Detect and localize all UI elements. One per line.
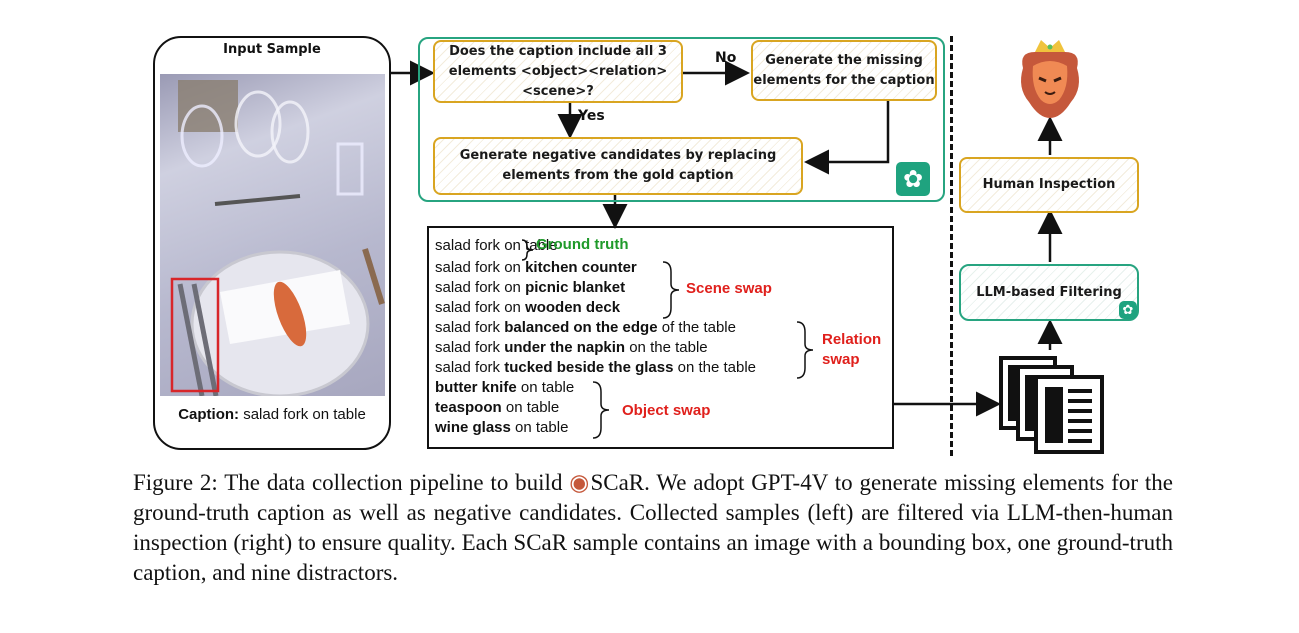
candidate-list-box xyxy=(427,226,894,449)
relation-swap-brace xyxy=(796,321,814,379)
scene-swap-label: Scene swap xyxy=(686,280,772,297)
documents-stack-icon xyxy=(998,355,1108,455)
relation-swap-label-line2: swap xyxy=(822,351,860,368)
human-inspection-text: Human Inspection xyxy=(982,177,1116,192)
no-label: No xyxy=(715,50,737,66)
table-scene-illustration xyxy=(170,80,385,396)
generate-negatives-text: Generate negative candidates by replacin… xyxy=(459,148,777,183)
list-item: salad fork on kitchen counter xyxy=(435,259,637,276)
question-text: Does the caption include all 3 elements … xyxy=(448,43,668,99)
input-sample-card xyxy=(153,36,391,450)
sample-photo xyxy=(160,74,385,396)
list-item: salad fork under the napkin on the table xyxy=(435,339,708,356)
list-item: teaspoon on table xyxy=(435,399,560,416)
object-swap-brace xyxy=(592,381,610,439)
object-swap-label: Object swap xyxy=(622,402,711,419)
scene-swap-brace xyxy=(662,261,680,319)
relation-swap-label-line1: Relation xyxy=(822,331,882,348)
lion-mascot-icon xyxy=(1013,38,1088,120)
list-item: salad fork on table xyxy=(435,237,558,254)
generate-negatives-box: Generate negative candidates by replacin… xyxy=(433,137,803,195)
figure-caption-prefix: Figure 2: The data collection pipeline t… xyxy=(133,470,570,495)
list-item: salad fork tucked beside the glass on th… xyxy=(435,359,757,376)
input-sample-title: Input Sample xyxy=(223,42,321,57)
sample-caption: Caption: salad fork on table xyxy=(153,406,391,423)
yes-label: Yes xyxy=(578,108,605,124)
bounding-box xyxy=(170,277,220,393)
section-divider xyxy=(950,36,953,456)
openai-logo-icon: ✿ xyxy=(896,162,930,196)
human-inspection-box: Human Inspection xyxy=(959,157,1139,213)
lion-mascot-icon: ◉ xyxy=(569,470,591,495)
figure-caption-body: SCaR. We adopt GPT-4V to generate missin… xyxy=(133,470,1173,585)
generate-missing-box: Generate the missing elements for the ca… xyxy=(751,40,937,101)
missing-to-negatives-arrow xyxy=(804,100,890,175)
openai-logo-icon: ✿ xyxy=(1119,301,1137,319)
list-item: wine glass on table xyxy=(435,419,569,436)
list-item: butter knife on table xyxy=(435,379,575,396)
ground-truth-label: Ground truth xyxy=(536,236,629,253)
list-item: salad fork on picnic blanket xyxy=(435,279,626,296)
figure-caption: Figure 2: The data collection pipeline t… xyxy=(133,468,1173,588)
question-box: Does the caption include all 3 elements … xyxy=(433,40,683,103)
caption-text: salad fork on table xyxy=(243,406,366,423)
list-item: salad fork balanced on the edge of the t… xyxy=(435,319,736,336)
list-item: salad fork on wooden deck xyxy=(435,299,621,316)
gpt-generation-group xyxy=(418,37,945,202)
llm-filtering-box: LLM-based Filtering xyxy=(959,264,1139,321)
caption-label: Caption: xyxy=(178,406,240,423)
generate-missing-text: Generate the missing elements for the ca… xyxy=(753,52,935,88)
llm-filtering-text: LLM-based Filtering xyxy=(976,284,1122,300)
relation-swap-label: Relation swap xyxy=(822,330,881,370)
ground-truth-brace xyxy=(521,239,534,261)
